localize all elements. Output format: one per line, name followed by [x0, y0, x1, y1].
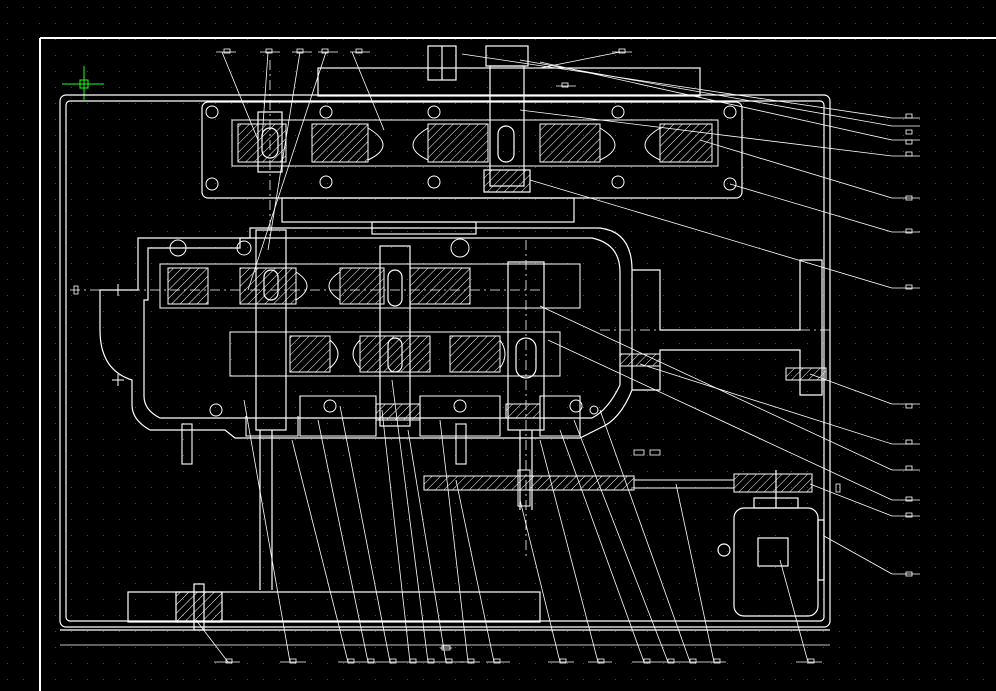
centre-lines — [70, 60, 830, 560]
top-shaft — [257, 45, 531, 193]
drawing-frame — [39, 37, 996, 691]
gearbox-housing — [59, 94, 831, 631]
dimension-line — [60, 285, 841, 646]
cursor-crosshair-icon — [62, 66, 104, 100]
balloon-row-top — [216, 48, 632, 88]
vertical-shafts — [255, 229, 545, 590]
balloon-row-bottom — [214, 645, 822, 664]
motor — [717, 470, 825, 617]
middle-gear-train — [159, 263, 581, 377]
leader-lines-right — [461, 53, 893, 575]
leader-lines-bottom — [195, 379, 809, 663]
balloon-column-right — [892, 113, 920, 577]
lead-screw — [423, 469, 813, 507]
top-gear-section — [231, 119, 719, 167]
base-plate — [127, 583, 541, 631]
side-fasteners — [112, 240, 827, 386]
